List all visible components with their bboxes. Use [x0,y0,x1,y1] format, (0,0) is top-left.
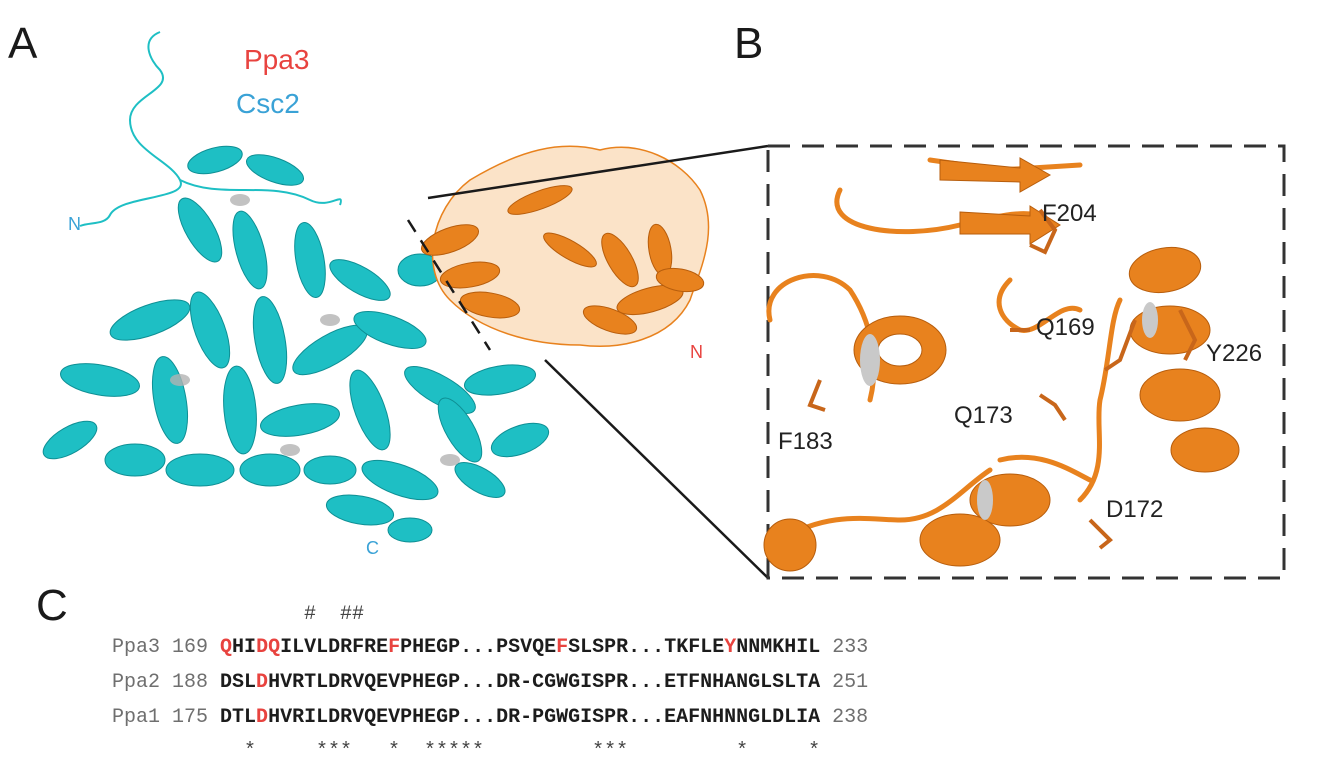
legend-csc2: Csc2 [236,88,300,119]
alignment-seq-segment: NNMKHIL [736,636,821,659]
zoom-line-bottom [544,359,769,579]
panel-label-a: A [8,19,38,68]
alignment-seq-segment: HI [232,636,257,659]
alignment-seq-segment: HVRILDRVQEVPHEGP...DR-PGWGISPR...EAFNHNN… [268,706,821,729]
alignment-row-ppa1: Ppa1 175 DTLDHVRILDRVQEVPHEGP...DR-PGWGI… [112,708,868,728]
residue-label-f204: F204 [1042,200,1097,227]
alignment-row-ppa2: Ppa2 188 DSLDHVRTLDRVQEVPHEGP...DR-CGWGI… [112,673,868,693]
alignment-seq-segment: HVRTLDRVQEVPHEGP...DR-CGWGISPR...ETFNHAN… [268,671,821,694]
panel-label-c: C [36,581,68,630]
inset-sheets [939,157,1061,245]
alignment-hash-marks: # ## [112,603,365,626]
zoom-outline-dashed [406,219,492,351]
residue-label-d172: D172 [1106,496,1164,523]
alignment-row-ppa3: Ppa3 169 QHIDQILVLDRFREFPHEGP...PSVQEFSL… [112,638,868,658]
alignment-highlight-residue: F [388,636,401,659]
alignment-seq-segment: ILVLDRFRE [280,636,389,659]
alignment-seq-segment: DTL [220,706,257,729]
ppa3-body [421,145,710,347]
alignment-seq-segment: DSL [220,671,257,694]
residue-label-f183: F183 [778,428,833,455]
alignment-start-pos: 175 [172,706,221,729]
csc2-helix-grey [170,194,460,466]
alignment-seq-name: Ppa2 [112,671,173,694]
residue-label-q173: Q173 [954,402,1013,429]
csc2-body [42,145,550,543]
alignment-end-pos: 251 [820,671,869,694]
inset-sidechains [807,208,1198,550]
alignment-seq-segment: PHEGP...PSVQE [400,636,557,659]
csc2-n-loop [79,31,182,227]
alignment-end-pos: 238 [820,706,869,729]
alignment-start-pos: 188 [172,671,221,694]
zoom-line-top [427,144,769,200]
ppa3-n-terminus-label: N [690,342,703,362]
panel-label-b: B [734,19,764,68]
alignment-seq-name: Ppa1 [112,706,173,729]
alignment-highlight-residue: Q [220,636,233,659]
alignment-seq-segment: SLSPR...TKFLE [568,636,725,659]
alignment-highlight-residue: Y [724,636,737,659]
residue-label-q169: Q169 [1036,314,1095,341]
structure-figure [42,31,1286,580]
inset-grey [860,302,1158,520]
legend-ppa3: Ppa3 [244,44,310,75]
alignment-highlight-residue: F [556,636,569,659]
inset-box [766,144,1286,580]
csc2-loop-2 [179,179,342,206]
residue-label-y226: Y226 [1206,340,1263,367]
csc2-n-terminus-label: N [68,214,81,234]
csc2-c-terminus-label: C [366,538,379,558]
alignment-conservation-row: * *** * ***** *** * * [112,740,821,763]
alignment-seq-name: Ppa3 [112,636,173,659]
alignment-highlight-residue: D [256,671,269,694]
alignment-highlight-residue: D [256,706,269,729]
alignment-highlight-residue: DQ [256,636,281,659]
alignment-start-pos: 169 [172,636,221,659]
alignment-end-pos: 233 [820,636,869,659]
